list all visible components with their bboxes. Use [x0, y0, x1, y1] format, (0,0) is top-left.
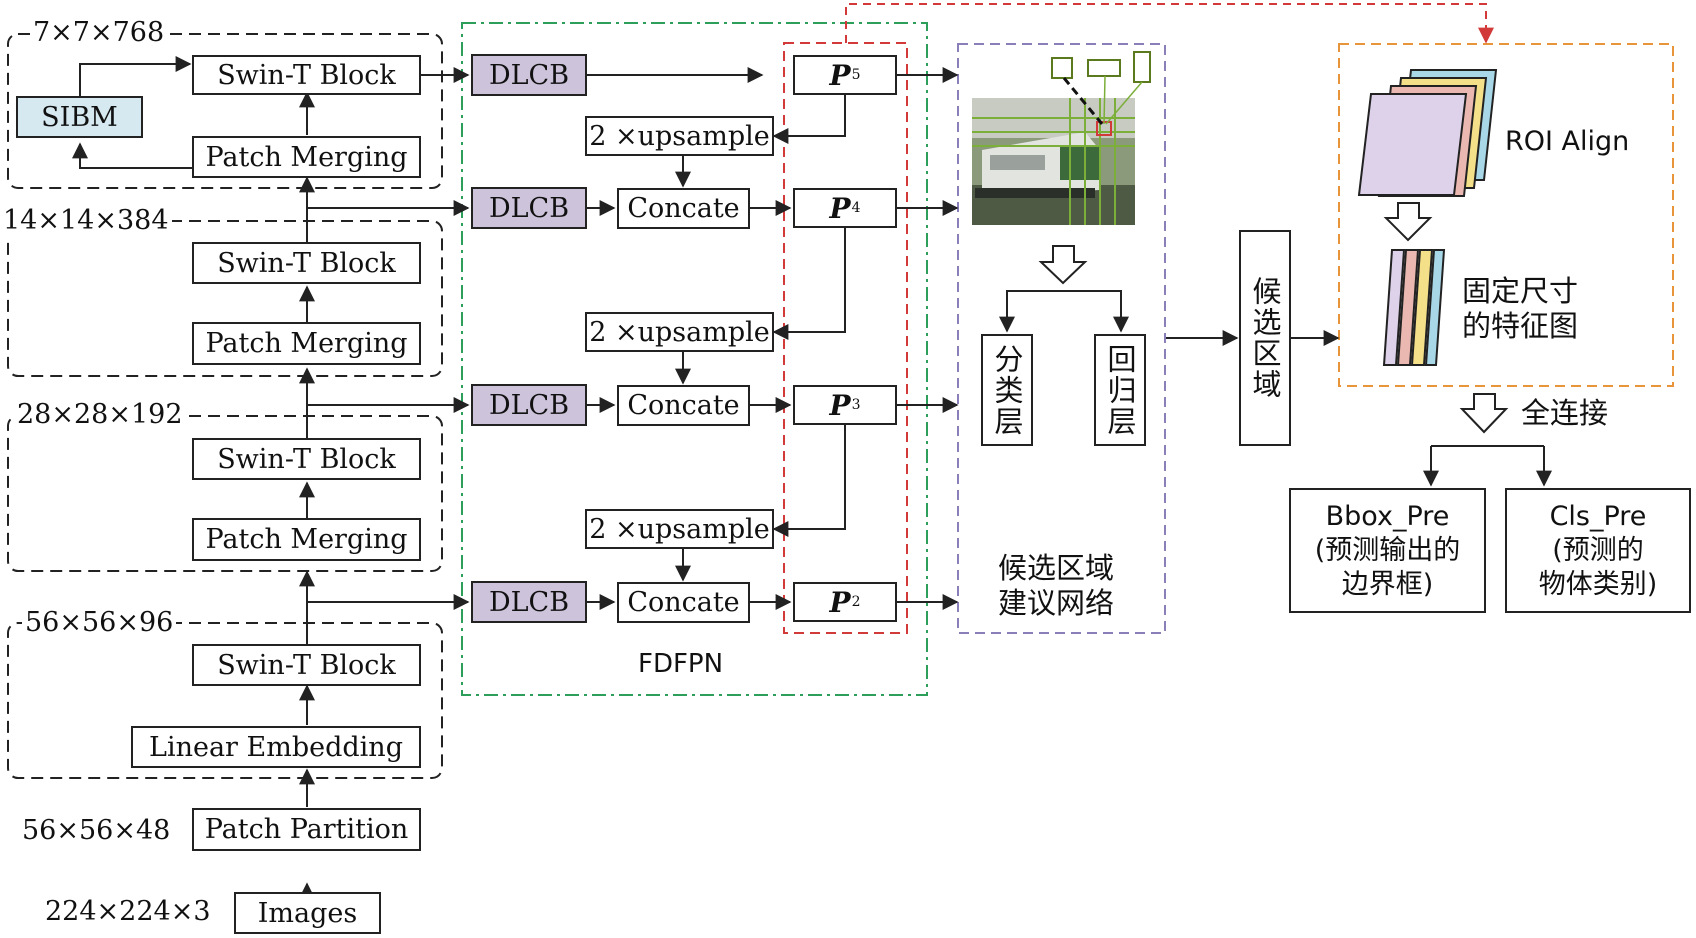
patch-merging-4: Patch Merging — [192, 136, 421, 178]
p-level: 4 — [851, 200, 861, 216]
dim-label-224: 224×224×3 — [45, 896, 211, 927]
rpn-down-arrow — [1038, 245, 1088, 285]
fc-label: 全连接 — [1521, 396, 1609, 430]
stage-frame-2 — [7, 415, 443, 572]
cls-title: Cls_Pre — [1549, 500, 1647, 532]
concat-3: Concate — [617, 385, 750, 426]
roi-frame — [1338, 43, 1674, 387]
train-image — [972, 51, 1151, 225]
patch-merging-3: Patch Merging — [192, 322, 421, 365]
dlcb-4: DLCB — [471, 187, 587, 229]
patch-merging-2: Patch Merging — [192, 518, 421, 561]
fc-down-arrow — [1459, 393, 1509, 434]
upsample-2: 2 ×upsample — [585, 312, 774, 352]
bbox-title: Bbox_Pre — [1325, 500, 1450, 532]
p-frame — [783, 42, 908, 634]
patch-partition: Patch Partition — [192, 808, 421, 851]
rpn-label-line1: 候选区域 — [998, 551, 1115, 585]
images-input: Images — [234, 892, 381, 934]
concat-2: Concate — [617, 582, 750, 623]
cls-layer-box: 分类层 — [981, 334, 1033, 446]
fixed-size-line1: 固定尺寸 — [1462, 274, 1579, 308]
arrows — [72, 56, 1552, 928]
p-level: 2 — [851, 594, 861, 610]
dim-label-14: 14×14×384 — [0, 206, 172, 236]
p-to-roi-link — [845, 3, 1494, 44]
p-letter: P — [829, 58, 851, 92]
dim-label-28: 28×28×192 — [14, 400, 186, 430]
swin-block-3: Swin-T Block — [192, 242, 421, 284]
dlcb-5: DLCB — [471, 54, 587, 96]
dlcb-2: DLCB — [471, 581, 587, 623]
rpn-label-line2: 建议网络 — [998, 586, 1115, 620]
dlcb-3: DLCB — [471, 384, 587, 426]
bbox-desc-line1: (预测输出的 — [1314, 534, 1461, 566]
p-letter: P — [829, 585, 851, 619]
linear-embedding: Linear Embedding — [131, 726, 421, 768]
fixed-size-feature-maps — [1382, 249, 1446, 366]
p-letter: P — [829, 388, 851, 422]
stage-frame-3 — [7, 220, 443, 377]
backbone-stage-frames — [7, 33, 443, 779]
bbox-output-box: Bbox_Pre (预测输出的 边界框) — [1289, 488, 1486, 613]
cls-desc-line1: (预测的 — [1552, 534, 1644, 566]
rpn-frame — [957, 43, 1166, 634]
sibm-block: SIBM — [16, 96, 143, 138]
p-letter: P — [829, 191, 851, 225]
roi-down-arrow — [1383, 202, 1433, 242]
bbox-desc-line2: 边界框) — [1341, 568, 1434, 600]
stage-frame-1 — [7, 622, 443, 779]
hollow-arrows — [1038, 202, 1509, 434]
upsample-1: 2 ×upsample — [585, 116, 774, 156]
cls-desc-line2: 物体类别) — [1538, 568, 1658, 600]
swin-block-1: Swin-T Block — [192, 644, 421, 686]
upsample-3: 2 ×upsample — [585, 509, 774, 549]
dim-label-56: 56×56×96 — [22, 608, 177, 638]
p-level: 3 — [851, 397, 861, 413]
dim-label-56x48: 56×56×48 — [22, 815, 171, 846]
cls-output-box: Cls_Pre (预测的 物体类别) — [1505, 488, 1691, 613]
candidate-region-box: 候选区域 — [1239, 230, 1291, 446]
concat-4: Concate — [617, 188, 750, 229]
swin-block-2: Swin-T Block — [192, 438, 421, 480]
reg-layer-box: 回归层 — [1094, 334, 1146, 446]
p-level: 5 — [851, 67, 861, 83]
fdfpn-frame — [461, 22, 928, 696]
dim-label-7: 7×7×768 — [30, 18, 168, 48]
roi-align-label: ROI Align — [1505, 126, 1630, 157]
roi-feature-maps — [1357, 69, 1498, 197]
fixed-size-line2: 的特征图 — [1462, 309, 1579, 343]
stage-frame-4 — [7, 33, 443, 189]
swin-block-4: Swin-T Block — [192, 55, 421, 95]
fdfpn-label: FDFPN — [638, 649, 724, 679]
